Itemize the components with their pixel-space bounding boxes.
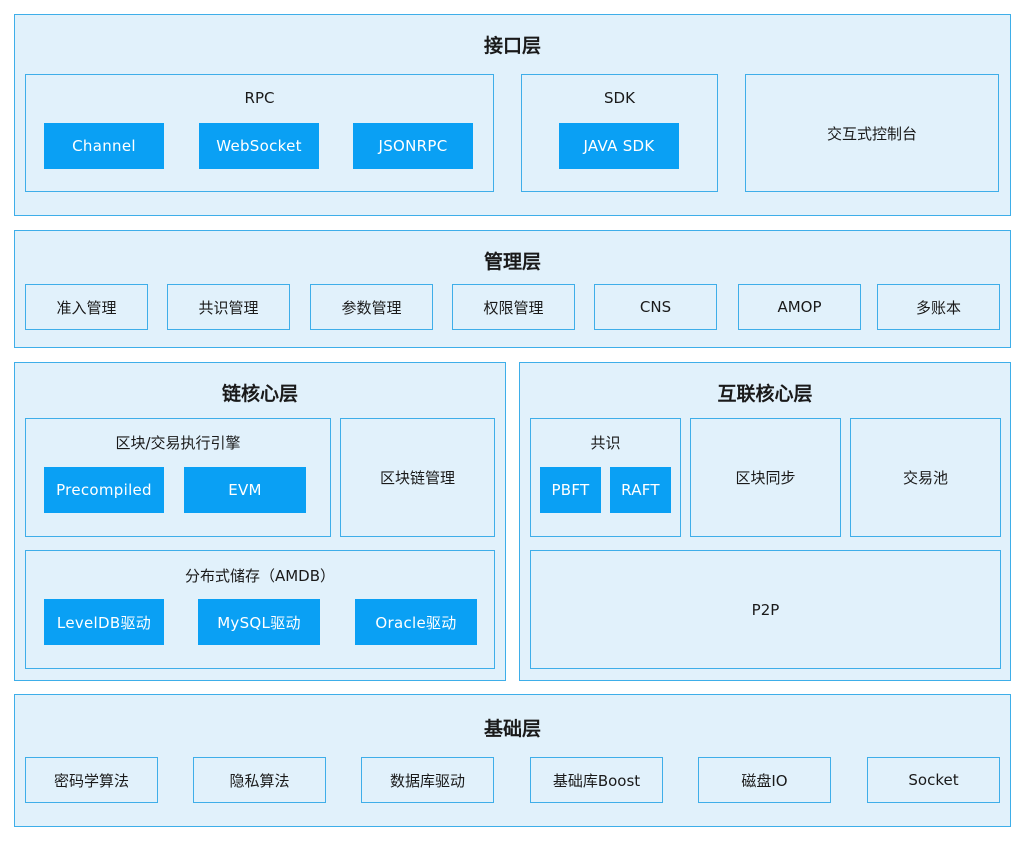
network-core-layer: 互联核心层 共识 PBFT RAFT 区块同步 交易池 P2P [519, 362, 1011, 681]
base-layer-title: 基础层 [483, 718, 541, 740]
jsonrpc-button[interactable]: JSONRPC [353, 123, 473, 169]
amop-item[interactable]: AMOP [738, 284, 861, 330]
consensus-group: 共识 PBFT RAFT [530, 418, 681, 537]
disk-io-item[interactable]: 磁盘IO [698, 757, 831, 803]
chain-core-layer: 链核心层 区块/交易执行引擎 Precompiled EVM 区块链管理 分布式… [14, 362, 506, 681]
multi-ledger-item[interactable]: 多账本 [877, 284, 1000, 330]
access-management[interactable]: 准入管理 [25, 284, 148, 330]
leveldb-driver-button[interactable]: LevelDB驱动 [44, 599, 164, 645]
permission-management[interactable]: 权限管理 [452, 284, 575, 330]
parameter-management[interactable]: 参数管理 [310, 284, 433, 330]
p2p-module[interactable]: P2P [530, 550, 1001, 669]
distributed-storage-label: 分布式储存（AMDB） [184, 567, 336, 585]
block-sync[interactable]: 区块同步 [690, 418, 841, 537]
cns-item[interactable]: CNS [594, 284, 717, 330]
interface-layer: 接口层 RPC Channel WebSocket JSONRPC SDK JA… [14, 14, 1011, 216]
rpc-group: RPC Channel WebSocket JSONRPC [25, 74, 494, 192]
raft-button[interactable]: RAFT [610, 467, 671, 513]
chain-core-layer-title: 链核心层 [221, 383, 298, 405]
precompiled-button[interactable]: Precompiled [44, 467, 164, 513]
database-driver-item[interactable]: 数据库驱动 [361, 757, 494, 803]
websocket-button[interactable]: WebSocket [199, 123, 319, 169]
privacy-algorithm-item[interactable]: 隐私算法 [193, 757, 326, 803]
oracle-driver-button[interactable]: Oracle驱动 [355, 599, 477, 645]
mysql-driver-button[interactable]: MySQL驱动 [198, 599, 320, 645]
execution-engine-group: 区块/交易执行引擎 Precompiled EVM [25, 418, 331, 537]
pbft-button[interactable]: PBFT [540, 467, 601, 513]
socket-item[interactable]: Socket [867, 757, 1000, 803]
blockchain-management[interactable]: 区块链管理 [340, 418, 495, 537]
cryptography-item[interactable]: 密码学算法 [25, 757, 158, 803]
rpc-label: RPC [244, 89, 275, 107]
management-layer: 管理层 准入管理 共识管理 参数管理 权限管理 CNS AMOP 多账本 [14, 230, 1011, 348]
management-layer-title: 管理层 [483, 251, 541, 273]
interactive-console[interactable]: 交互式控制台 [745, 74, 999, 192]
java-sdk-button[interactable]: JAVA SDK [559, 123, 679, 169]
network-core-layer-title: 互联核心层 [717, 383, 813, 405]
sdk-label: SDK [604, 89, 635, 107]
channel-button[interactable]: Channel [44, 123, 164, 169]
sdk-group: SDK JAVA SDK [521, 74, 718, 192]
distributed-storage-group: 分布式储存（AMDB） LevelDB驱动 MySQL驱动 Oracle驱动 [25, 550, 495, 669]
consensus-label: 共识 [590, 434, 621, 452]
transaction-pool[interactable]: 交易池 [850, 418, 1001, 537]
consensus-management[interactable]: 共识管理 [167, 284, 290, 330]
boost-library-item[interactable]: 基础库Boost [530, 757, 663, 803]
evm-button[interactable]: EVM [184, 467, 306, 513]
base-layer: 基础层 密码学算法 隐私算法 数据库驱动 基础库Boost 磁盘IO Socke… [14, 694, 1011, 827]
interface-layer-title: 接口层 [483, 35, 541, 57]
execution-engine-label: 区块/交易执行引擎 [115, 434, 241, 452]
